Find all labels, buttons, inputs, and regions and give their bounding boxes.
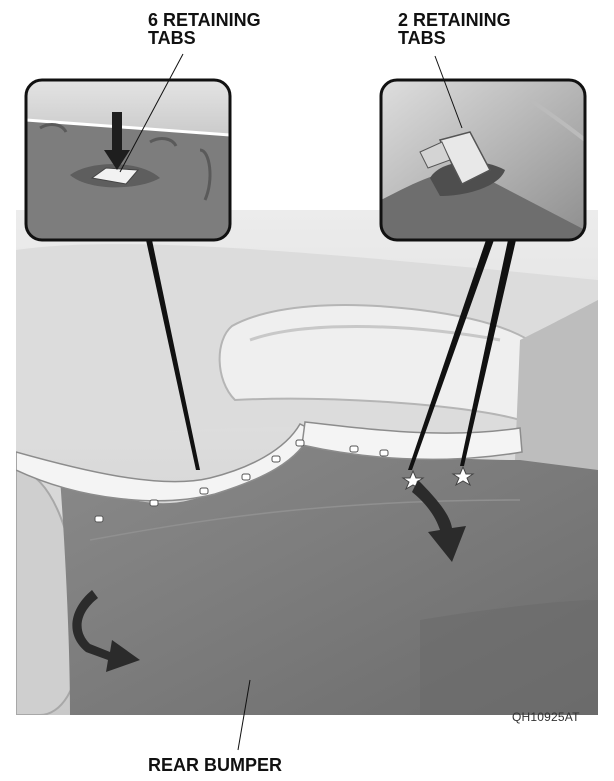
vehicle-scene: [16, 210, 598, 715]
figure-code: QH10925AT: [512, 710, 580, 724]
rear-bumper-label: REAR BUMPER: [148, 756, 282, 774]
inset-six-tabs: [26, 80, 230, 240]
inset-two-tabs: [381, 80, 585, 240]
